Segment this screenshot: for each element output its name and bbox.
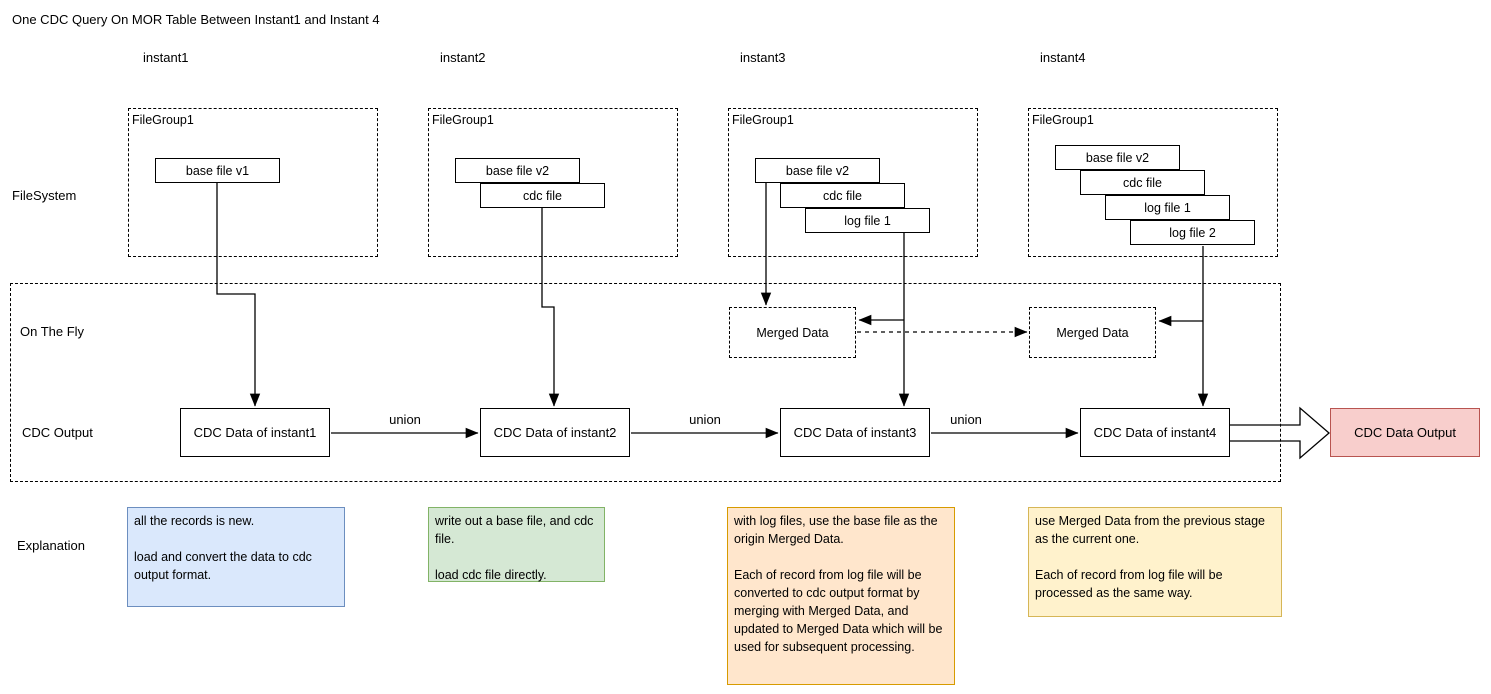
file-box-cdc-file: cdc file (780, 183, 905, 208)
file-box-base-v2: base file v2 (755, 158, 880, 183)
filegroup-box-instant4: FileGroup1 (1028, 108, 1278, 257)
cdc-data-box-instant4: CDC Data of instant4 (1080, 408, 1230, 457)
row-label-filesystem: FileSystem (12, 188, 77, 203)
explanation-box-instant2: write out a base file, and cdc file. loa… (428, 507, 605, 582)
diagram-title: One CDC Query On MOR Table Between Insta… (12, 12, 380, 27)
merged-data-box-instant4: Merged Data (1029, 307, 1156, 358)
cdc-data-box-instant2: CDC Data of instant2 (480, 408, 630, 457)
union-label-3: union (950, 412, 982, 427)
cdc-data-box-instant1: CDC Data of instant1 (180, 408, 330, 457)
file-box-log-file-1: log file 1 (1105, 195, 1230, 220)
file-box-base-v2: base file v2 (455, 158, 580, 183)
column-header-instant1: instant1 (143, 50, 189, 65)
file-box-log-file-1: log file 1 (805, 208, 930, 233)
filegroup-label: FileGroup1 (1032, 113, 1094, 127)
file-box-base-v1: base file v1 (155, 158, 280, 183)
file-box-cdc-file: cdc file (1080, 170, 1205, 195)
column-header-instant4: instant4 (1040, 50, 1086, 65)
explanation-box-instant4: use Merged Data from the previous stage … (1028, 507, 1282, 617)
row-label-explanation: Explanation (17, 538, 85, 553)
on-the-fly-cdc-output-region (10, 283, 1281, 482)
cdc-data-box-instant3: CDC Data of instant3 (780, 408, 930, 457)
filegroup-label: FileGroup1 (732, 113, 794, 127)
column-header-instant2: instant2 (440, 50, 486, 65)
union-label-1: union (389, 412, 421, 427)
column-header-instant3: instant3 (740, 50, 786, 65)
row-label-on-the-fly: On The Fly (20, 324, 85, 339)
explanation-box-instant1: all the records is new. load and convert… (127, 507, 345, 607)
file-box-base-v2: base file v2 (1055, 145, 1180, 170)
filegroup-label: FileGroup1 (432, 113, 494, 127)
filegroup-box-instant3: FileGroup1 (728, 108, 978, 257)
row-label-cdc-output: CDC Output (22, 425, 93, 440)
cdc-data-output-box: CDC Data Output (1330, 408, 1480, 457)
file-box-log-file-2: log file 2 (1130, 220, 1255, 245)
file-box-cdc-file: cdc file (480, 183, 605, 208)
merged-data-box-instant3: Merged Data (729, 307, 856, 358)
filegroup-label: FileGroup1 (132, 113, 194, 127)
union-label-2: union (689, 412, 721, 427)
explanation-box-instant3: with log files, use the base file as the… (727, 507, 955, 685)
